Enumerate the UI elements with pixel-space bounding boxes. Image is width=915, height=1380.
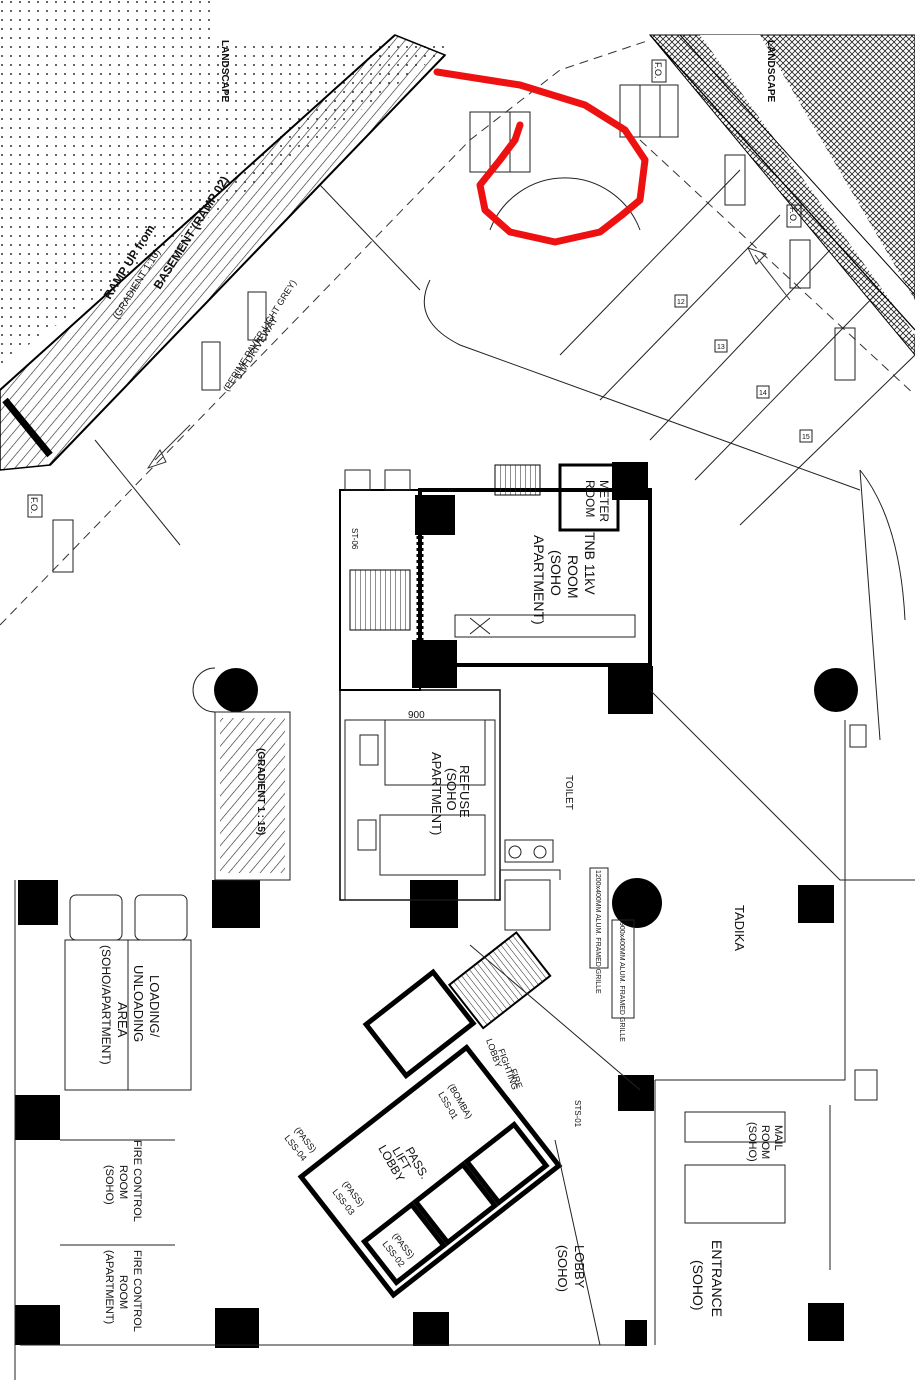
lobby-soho-line-1: LOBBY [572, 1245, 587, 1289]
red-markup-stroke [433, 68, 649, 246]
loading-line-3: AREA [115, 1002, 130, 1038]
refuse-line-1: REFUSE [457, 765, 472, 818]
landscape-right-label: LANDSCAPE [765, 40, 776, 103]
meter-line-2: ROOM [583, 480, 597, 517]
loading-line-4: (SOHO/APARTMENT) [99, 945, 113, 1065]
tnb-line-4: APARTMENT) [531, 535, 547, 625]
parking-tag-12: 12 [677, 299, 685, 306]
loading-line-2: UNLOADING [131, 965, 146, 1042]
lobby-soho-line-2: (SOHO) [555, 1245, 570, 1292]
mail-line-3: (SOHO) [746, 1122, 758, 1162]
fo-tag-2: F.O. [788, 207, 798, 224]
loading-line-1: LOADING/ [147, 975, 162, 1038]
landscape-right: LANDSCAPE [648, 34, 915, 356]
stair-st06: ST-06 [350, 528, 359, 550]
refuse-line-2: (SOHO [444, 768, 459, 811]
fcr-apt-line-1: FIRE CONTROL [131, 1250, 143, 1332]
parking-tag-13: 13 [717, 344, 725, 351]
refuse-line-3: APARTMENT) [429, 752, 444, 835]
landscape-left: LANDSCAPE [219, 40, 230, 103]
entrance-line-1: ENTRANCE [709, 1240, 725, 1317]
stair-sts01: STS-01 [573, 1100, 582, 1128]
fcr-apt-line-3: (APARTMENT) [103, 1250, 115, 1324]
fcr-soho-line-2: ROOM [117, 1165, 129, 1199]
basement-ramp: BASEMENT (RAMP 02) RAMP UP from (GRADIEN… [0, 0, 460, 471]
tnb-line-3: (SOHO [548, 550, 564, 596]
tnb-line-1: TNB 11kV [582, 532, 598, 595]
grille-note-2: 900x400MM ALUM. FRAMED GRILLE [618, 922, 625, 1042]
dimension-label: 900 [408, 710, 425, 721]
driveway-sublabel: (PERIME PAVER-LIGHT GREY) [221, 278, 298, 393]
grille-note-1: 1200x400MM ALUM. FRAMED GRILLE [594, 870, 601, 994]
entrance-line-2: (SOHO) [690, 1260, 706, 1311]
fo-tag-3: F.O. [29, 497, 39, 514]
tnb-line-2: ROOM [565, 555, 581, 599]
tadika-label: TADIKA [732, 905, 747, 951]
mail-line-1: MAIL [772, 1125, 784, 1151]
fcr-soho-line-1: FIRE CONTROL [131, 1140, 143, 1222]
toilet-label: TOILET [563, 775, 574, 810]
parking-tag-14: 14 [759, 390, 767, 397]
building: ST-06 TNB 11kV ROOM (SOHO APARTMENT) MET… [14, 462, 915, 1380]
gradient-ramp-label: (GRADIENT 1 : 15) [255, 748, 266, 835]
mail-line-2: ROOM [759, 1125, 771, 1159]
parking-tags: 12 13 14 15 [674, 294, 813, 443]
parking-tag-15: 15 [802, 434, 810, 441]
fire-outlet-tags: F.O. F.O. F.O. [27, 59, 802, 518]
fcr-soho-line-3: (SOHO) [103, 1165, 115, 1205]
fcr-apt-line-2: ROOM [117, 1275, 129, 1309]
fo-tag-1: F.O. [653, 62, 663, 79]
meter-line-1: METER [597, 480, 611, 522]
